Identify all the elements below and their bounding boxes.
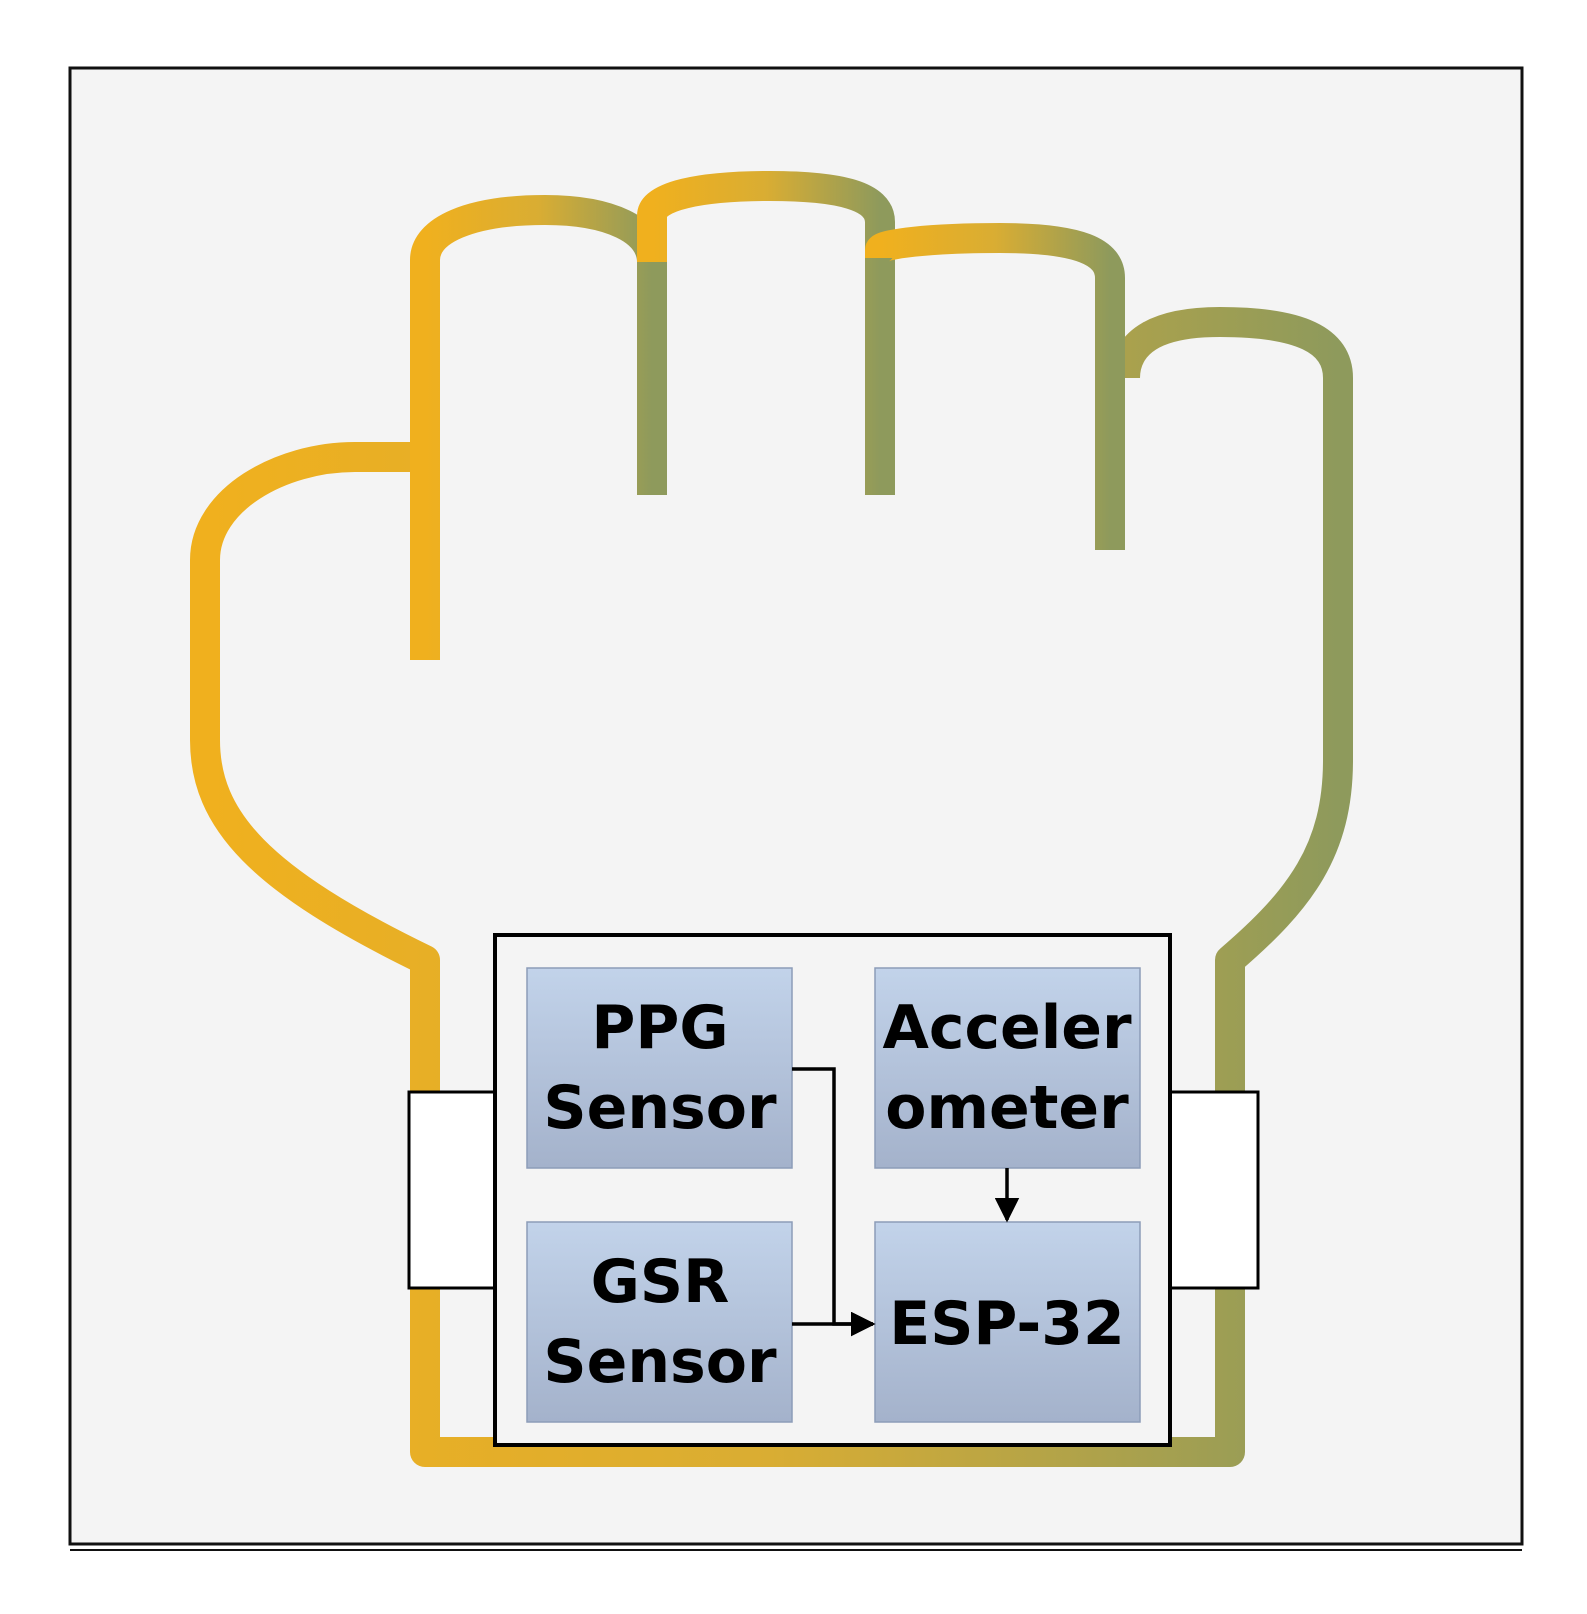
watch-band-right bbox=[1168, 1090, 1260, 1290]
accelerometer-label-line1: Acceler bbox=[882, 993, 1132, 1063]
esp32-label: ESP-32 bbox=[889, 1289, 1125, 1359]
watch-band-left bbox=[407, 1090, 499, 1290]
accelerometer-block: Acceler ometer bbox=[874, 967, 1141, 1169]
ppg-sensor-label-line1: PPG bbox=[591, 993, 728, 1063]
fist-illustration bbox=[190, 171, 1353, 1467]
esp32-block: ESP-32 bbox=[874, 1221, 1141, 1423]
gsr-sensor-block: GSR Sensor bbox=[526, 1221, 793, 1423]
gsr-sensor-label-line1: GSR bbox=[591, 1247, 730, 1317]
ppg-sensor-label-line2: Sensor bbox=[543, 1073, 777, 1143]
accelerometer-label-line2: ometer bbox=[885, 1073, 1129, 1143]
gsr-sensor-label-line2: Sensor bbox=[543, 1327, 777, 1397]
ppg-sensor-block: PPG Sensor bbox=[526, 967, 793, 1169]
